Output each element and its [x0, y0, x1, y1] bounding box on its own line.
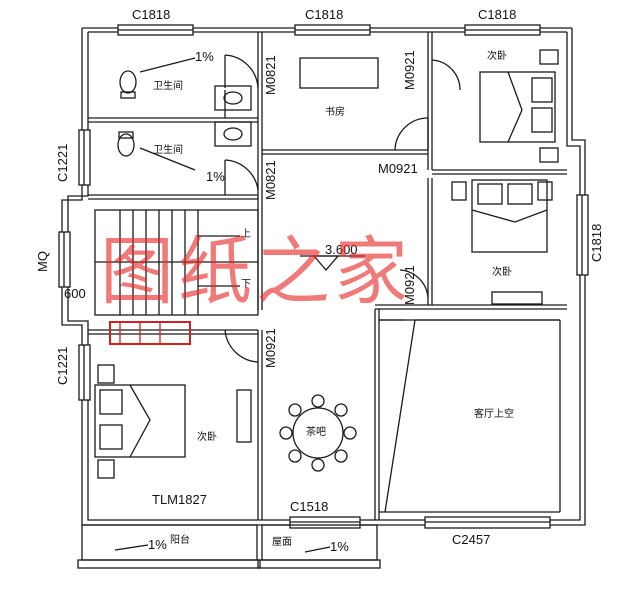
window-label-top-right: C1818: [478, 7, 517, 22]
window-label-top-mid: C1818: [305, 7, 344, 22]
balcony-roof: [77, 524, 381, 569]
stair-up-label: 上: [241, 229, 251, 240]
wardrobe-left: [236, 389, 252, 443]
bed-top-right: [479, 49, 559, 163]
window-bottom-right: [424, 516, 551, 529]
slope-arrows: [114, 57, 331, 553]
window-top-left: [117, 24, 194, 36]
room-bed-left: 次卧: [197, 432, 217, 443]
desk-mid-right: [491, 291, 543, 305]
bed-mid-right: [451, 179, 553, 253]
window-bottom-mid: [289, 516, 361, 529]
room-study: 书房: [325, 107, 345, 118]
stair-rail-highlight: [109, 321, 191, 345]
stair-down-label: 下: [241, 279, 251, 290]
door-label-bed-left: M0921: [263, 328, 278, 368]
door-label-study-left-lower: M0821: [263, 160, 278, 200]
room-bed-mid-right: 次卧: [492, 267, 512, 278]
sink-upper: [214, 85, 252, 111]
slope-balcony: 1%: [148, 537, 167, 552]
study-desk: [299, 57, 379, 89]
dimension-600: 600: [64, 286, 86, 301]
room-tea-bar: 茶吧: [306, 427, 326, 438]
watermark: 图纸之家: [100, 229, 412, 315]
door-label-study-left-upper: M0821: [263, 55, 278, 95]
tea-table: [279, 394, 357, 472]
room-balcony: 阳台: [170, 535, 190, 546]
window-left-mq: [58, 231, 71, 288]
room-bath-lower: 卫生间: [153, 145, 183, 156]
balcony-door-label: TLM1827: [152, 492, 207, 507]
room-bath-upper: 卫生间: [153, 81, 183, 92]
room-roof: 屋面: [272, 537, 292, 548]
bed-left: [94, 364, 186, 479]
stair: [94, 209, 259, 316]
slope-bath-upper: 1%: [195, 49, 214, 64]
interior-walls: [88, 32, 567, 520]
window-left-bed: [78, 344, 91, 401]
window-label-bottom-mid: C1518: [290, 499, 329, 514]
elevation-label: 3.600: [325, 242, 358, 257]
window-label-left-bath: C1221: [55, 143, 70, 182]
room-living-void: 客厅上空: [474, 409, 514, 420]
slope-bath-lower: 1%: [206, 169, 225, 184]
room-bed-top-right: 次卧: [487, 51, 507, 62]
living-void-marks: [379, 319, 561, 513]
window-top-mid: [294, 24, 371, 36]
toilet-upper: [119, 70, 137, 99]
window-label-left-bed: C1221: [55, 346, 70, 385]
window-label-top-left: C1818: [132, 7, 171, 22]
window-label-right-bed: C1818: [589, 223, 604, 262]
window-right-bed: [576, 194, 589, 276]
door-label-study-bottom: M0921: [378, 161, 418, 176]
door-label-study-right: M0921: [402, 50, 417, 90]
window-top-right: [464, 24, 541, 36]
window-label-bottom-right: C2457: [452, 532, 491, 547]
sink-lower: [214, 121, 252, 147]
mq-label: MQ: [35, 251, 50, 272]
window-left-bath: [78, 129, 91, 186]
toilet-lower: [117, 131, 135, 157]
slope-roof: 1%: [330, 539, 349, 554]
door-swings: [224, 54, 461, 363]
